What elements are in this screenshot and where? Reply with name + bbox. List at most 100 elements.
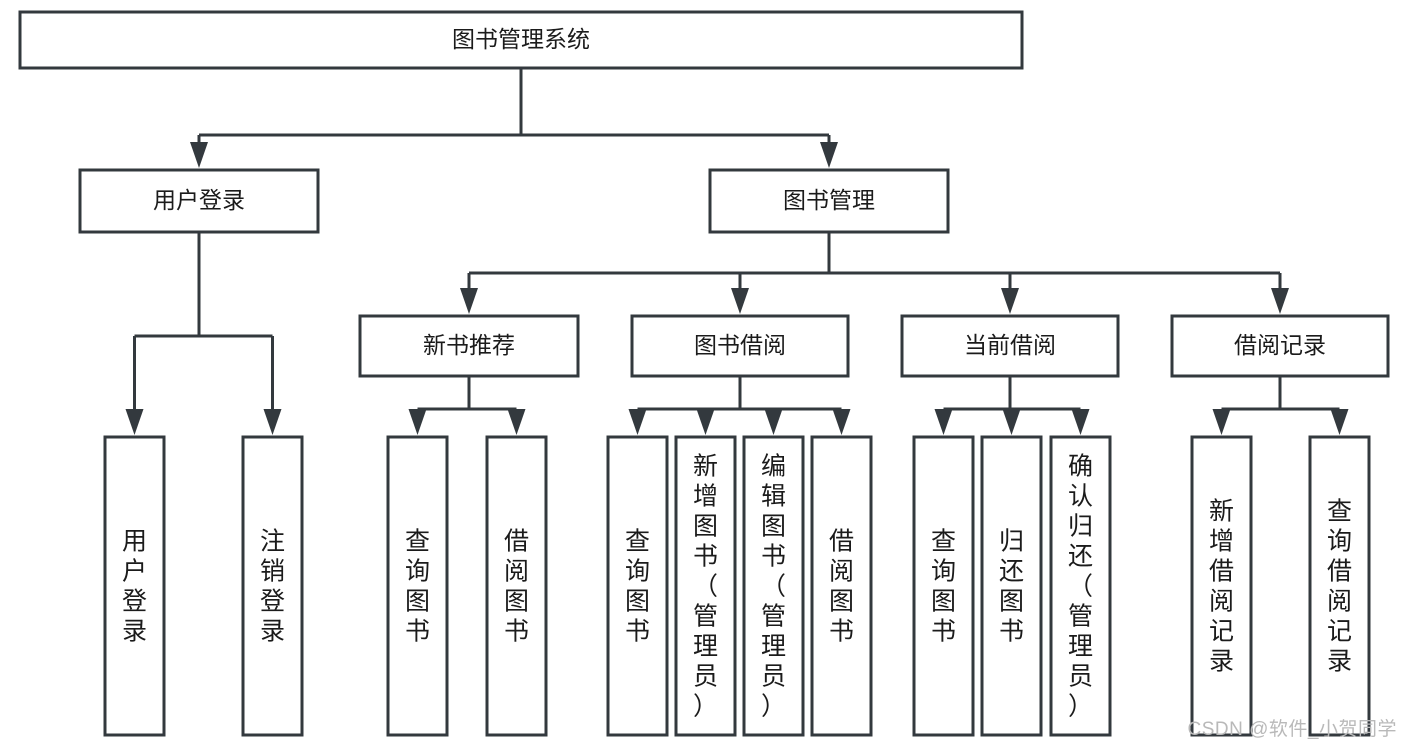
node-box[interactable] xyxy=(630,314,850,378)
node-label-char: 注 xyxy=(260,527,285,555)
node-label-char: 户 xyxy=(122,557,147,585)
node-label-char: 管 xyxy=(761,602,786,630)
node-label-char: 图 xyxy=(625,587,650,615)
node-label-char: 用 xyxy=(122,527,147,555)
node-current-borrow[interactable]: 当前借阅 xyxy=(900,314,1120,378)
node-leaf-rec-add-record[interactable]: 新增借阅记录新增借阅记录 xyxy=(1190,435,1253,737)
node-leaf-bor-borrow-book[interactable]: 借阅图书借阅图书 xyxy=(810,435,873,737)
node-label-char: （ xyxy=(693,572,718,600)
node-leaf-user-login[interactable]: 用户登录用户登录 xyxy=(103,435,166,737)
node-label-char: 书 xyxy=(405,617,430,645)
node-borrow-record[interactable]: 借阅记录 xyxy=(1170,314,1390,378)
nodes-layer: 图书管理系统用户登录图书管理新书推荐图书借阅当前借阅借阅记录用户登录用户登录注销… xyxy=(18,10,1390,737)
node-label-char: 询 xyxy=(625,557,650,585)
arrow-head-icon xyxy=(125,409,144,435)
node-leaf-rec-borrow-book[interactable]: 借阅图书借阅图书 xyxy=(485,435,548,737)
node-box[interactable] xyxy=(386,435,449,737)
node-label: 用户登录 xyxy=(153,187,245,213)
node-box[interactable] xyxy=(980,435,1043,737)
node-label-char: 理 xyxy=(761,632,786,660)
arrow-head-icon xyxy=(820,142,838,168)
node-label-char: 书 xyxy=(931,617,956,645)
node-label-char: 新 xyxy=(1209,497,1234,525)
node-box[interactable] xyxy=(1049,435,1112,737)
node-label-char: （ xyxy=(761,572,786,600)
node-label-char: 书 xyxy=(761,542,786,570)
node-box[interactable] xyxy=(606,435,669,737)
node-book-borrow[interactable]: 图书借阅 xyxy=(630,314,850,378)
node-box[interactable] xyxy=(810,435,873,737)
node-box[interactable] xyxy=(708,168,950,234)
node-label-char: 书 xyxy=(999,617,1024,645)
node-label-char: 询 xyxy=(931,557,956,585)
node-label-char: 管 xyxy=(1068,602,1093,630)
node-box[interactable] xyxy=(912,435,975,737)
node-label-char: 询 xyxy=(405,557,430,585)
node-leaf-bor-query-book[interactable]: 查询图书查询图书 xyxy=(606,435,669,737)
node-box[interactable] xyxy=(900,314,1120,378)
node-new-book-recommend[interactable]: 新书推荐 xyxy=(358,314,580,378)
node-box[interactable] xyxy=(1170,314,1390,378)
node-box[interactable] xyxy=(103,435,166,737)
arrow-head-icon xyxy=(190,142,208,168)
node-box[interactable] xyxy=(241,435,304,737)
node-label-char: 辑 xyxy=(761,482,786,510)
node-label-char: 确 xyxy=(1068,452,1093,480)
node-label: 图书借阅 xyxy=(694,332,786,358)
node-box[interactable] xyxy=(485,435,548,737)
node-label-char: 阅 xyxy=(1327,587,1352,615)
arrow-head-icon xyxy=(1271,288,1289,314)
node-label-char: 查 xyxy=(1327,497,1352,525)
node-leaf-user-logout[interactable]: 注销登录注销登录 xyxy=(241,435,304,737)
node-book-manage[interactable]: 图书管理 xyxy=(708,168,950,234)
node-label-char: 图 xyxy=(999,587,1024,615)
node-box[interactable] xyxy=(742,435,805,737)
node-label-char: 录 xyxy=(1209,647,1234,675)
node-leaf-rec-query-record[interactable]: 查询借阅记录查询借阅记录 xyxy=(1308,435,1371,737)
node-box[interactable] xyxy=(1190,435,1253,737)
arrow-head-icon xyxy=(628,409,647,435)
arrow-head-icon xyxy=(460,288,478,314)
arrow-head-icon xyxy=(832,409,851,435)
node-leaf-cur-return-book[interactable]: 归还图书归还图书 xyxy=(980,435,1043,737)
node-label-char: 归 xyxy=(999,527,1024,555)
node-label-char: 录 xyxy=(260,617,285,645)
node-label-char: 理 xyxy=(693,632,718,660)
node-label-char: 查 xyxy=(625,527,650,555)
node-user-login[interactable]: 用户登录 xyxy=(78,168,320,234)
node-label-char: 理 xyxy=(1068,632,1093,660)
node-box[interactable] xyxy=(78,168,320,234)
node-label-char: 员 xyxy=(1068,662,1093,690)
arrow-head-icon xyxy=(1212,409,1231,435)
node-label-char: 借 xyxy=(1327,557,1352,585)
node-label-char: （ xyxy=(1068,572,1093,600)
node-label-char: 图 xyxy=(761,512,786,540)
node-label-char: 登 xyxy=(122,587,147,615)
node-label-char: 员 xyxy=(761,662,786,690)
node-root[interactable]: 图书管理系统 xyxy=(18,10,1024,70)
node-label-char: 增 xyxy=(1209,527,1234,555)
node-label-char: 图 xyxy=(829,587,854,615)
node-leaf-rec-query-book[interactable]: 查询图书查询图书 xyxy=(386,435,449,737)
node-box[interactable] xyxy=(18,10,1024,70)
node-label-char: 图 xyxy=(405,587,430,615)
arrow-head-icon xyxy=(263,409,282,435)
node-label-char: 借 xyxy=(829,527,854,555)
node-label-char: 书 xyxy=(693,542,718,570)
node-label-char: 记 xyxy=(1209,617,1234,645)
node-box[interactable] xyxy=(1308,435,1371,737)
node-box[interactable] xyxy=(358,314,580,378)
node-label-char: 阅 xyxy=(1209,587,1234,615)
node-box[interactable] xyxy=(674,435,737,737)
csdn-watermark: CSDN @软件_小贺同学 xyxy=(1187,719,1397,740)
node-label-char: 新 xyxy=(693,452,718,480)
node-label-char: 询 xyxy=(1327,527,1352,555)
node-leaf-cur-query-book[interactable]: 查询图书查询图书 xyxy=(912,435,975,737)
node-label-char: 录 xyxy=(1327,647,1352,675)
node-label-char: 还 xyxy=(1068,542,1093,570)
